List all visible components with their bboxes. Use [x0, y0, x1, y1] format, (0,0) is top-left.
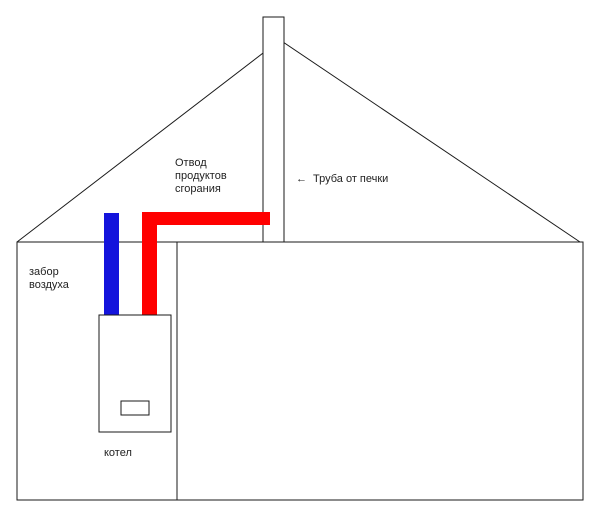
- exhaust-label-line-2: продуктов: [175, 170, 227, 182]
- exhaust-pipe-vertical: [142, 212, 157, 315]
- air-intake-label-line-1: забор: [29, 266, 59, 278]
- stove-pipe-label-text: Труба от печки: [313, 173, 389, 185]
- exhaust-label: Отвод продуктов сгорания: [175, 157, 227, 196]
- air-intake-pipe: [104, 213, 119, 315]
- stove-chimney: [262, 16, 285, 243]
- air-intake-label-line-2: воздуха: [29, 279, 69, 291]
- exhaust-pipe-horizontal: [142, 212, 270, 225]
- boiler-display: [120, 400, 150, 416]
- boiler-label: котел: [104, 447, 132, 459]
- exhaust-label-line-1: Отвод: [175, 157, 207, 169]
- stove-pipe-label: ← Труба от печки: [296, 173, 388, 186]
- house-body: [16, 241, 584, 501]
- air-intake-label: забор воздуха: [29, 266, 69, 292]
- left-arrow-icon: ←: [296, 173, 307, 185]
- exhaust-label-line-3: сгорания: [175, 183, 221, 195]
- roof-outline: [16, 39, 581, 243]
